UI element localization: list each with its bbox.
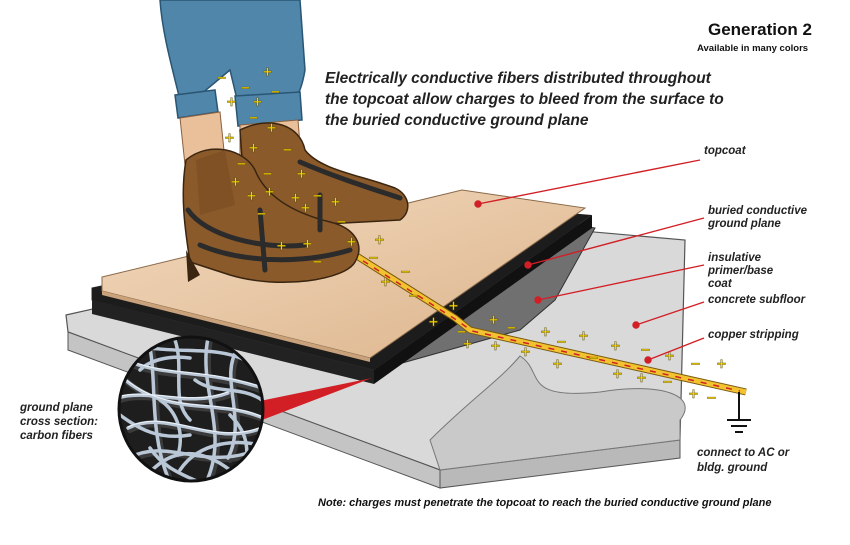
svg-text:−: −: [248, 111, 259, 126]
svg-text:+: +: [612, 367, 623, 382]
svg-text:+: +: [380, 275, 391, 290]
person-legs: [159, 0, 306, 175]
ground-symbol: [727, 392, 751, 433]
svg-text:−: −: [240, 81, 251, 96]
svg-text:+: +: [290, 191, 301, 206]
page-title: Generation 2: [708, 20, 812, 39]
label-cross-section: ground plane cross section: carbon fiber…: [20, 402, 98, 442]
svg-text:+: +: [230, 175, 241, 190]
svg-text:+: +: [246, 189, 257, 204]
svg-text:−: −: [400, 265, 411, 280]
svg-text:+: +: [428, 315, 439, 330]
svg-text:−: −: [506, 321, 517, 336]
svg-text:−: −: [456, 325, 467, 340]
svg-text:+: +: [716, 357, 727, 372]
svg-text:−: −: [640, 343, 651, 358]
headline-caption: Electrically conductive fibers distribut…: [325, 70, 724, 129]
pointer-lines: [255, 159, 705, 420]
label-concrete-subfloor: concrete subfloor: [708, 294, 806, 306]
svg-text:−: −: [236, 157, 247, 172]
svg-text:−: −: [556, 335, 567, 350]
svg-text:+: +: [488, 313, 499, 328]
svg-text:+: +: [276, 239, 287, 254]
svg-text:−: −: [368, 251, 379, 266]
svg-text:+: +: [330, 195, 341, 210]
svg-text:+: +: [296, 167, 307, 182]
svg-text:+: +: [226, 95, 237, 110]
svg-text:+: +: [610, 339, 621, 354]
person-shoes: [182, 122, 409, 284]
svg-text:+: +: [300, 201, 311, 216]
svg-text:+: +: [664, 349, 675, 364]
charges-body: −+ −− ++ −+ ++ −− +− ++ ++ −+ −+ −+ ++ −…: [216, 65, 385, 270]
label-copper-stripping: copper stripping: [708, 329, 799, 341]
label-topcoat: topcoat: [704, 145, 746, 157]
svg-text:+: +: [540, 325, 551, 340]
svg-text:−: −: [312, 189, 323, 204]
svg-text:+: +: [462, 337, 473, 352]
charges-strip: −+ −− ++ −+ +− ++ +− ++ −+ +− ++ −− +− +: [368, 251, 727, 406]
svg-text:+: +: [264, 185, 275, 200]
svg-text:−: −: [408, 289, 419, 304]
svg-text:+: +: [262, 65, 273, 80]
svg-text:+: +: [578, 329, 589, 344]
fiber-cross-section: [117, 335, 265, 483]
footnote: Note: charges must penetrate the topcoat…: [318, 497, 772, 509]
svg-text:+: +: [266, 121, 277, 136]
label-primer: insulative primer/base coat: [708, 252, 774, 290]
svg-text:−: −: [662, 375, 673, 390]
svg-text:−: −: [256, 207, 267, 222]
svg-text:+: +: [346, 235, 357, 250]
svg-text:+: +: [248, 141, 259, 156]
svg-text:+: +: [636, 371, 647, 386]
svg-text:−: −: [270, 85, 281, 100]
svg-text:+: +: [490, 339, 501, 354]
svg-text:+: +: [302, 237, 313, 252]
label-ground-plane: buried conductive ground plane: [708, 205, 808, 230]
svg-text:−: −: [706, 391, 717, 406]
copper-strip: [323, 233, 747, 396]
svg-text:+: +: [520, 345, 531, 360]
svg-text:−: −: [336, 215, 347, 230]
svg-text:+: +: [374, 233, 385, 248]
svg-text:+: +: [252, 95, 263, 110]
label-connect-ground: connect to AC or bldg. ground: [697, 447, 790, 474]
svg-text:−: −: [216, 71, 227, 86]
svg-text:−: −: [282, 143, 293, 158]
svg-text:+: +: [224, 131, 235, 146]
page-subtitle: Available in many colors: [697, 43, 809, 54]
svg-text:−: −: [312, 255, 323, 270]
svg-text:−: −: [690, 357, 701, 372]
svg-text:−: −: [588, 351, 599, 366]
svg-text:+: +: [552, 357, 563, 372]
svg-text:−: −: [262, 167, 273, 182]
svg-text:+: +: [688, 387, 699, 402]
svg-text:+: +: [448, 299, 459, 314]
